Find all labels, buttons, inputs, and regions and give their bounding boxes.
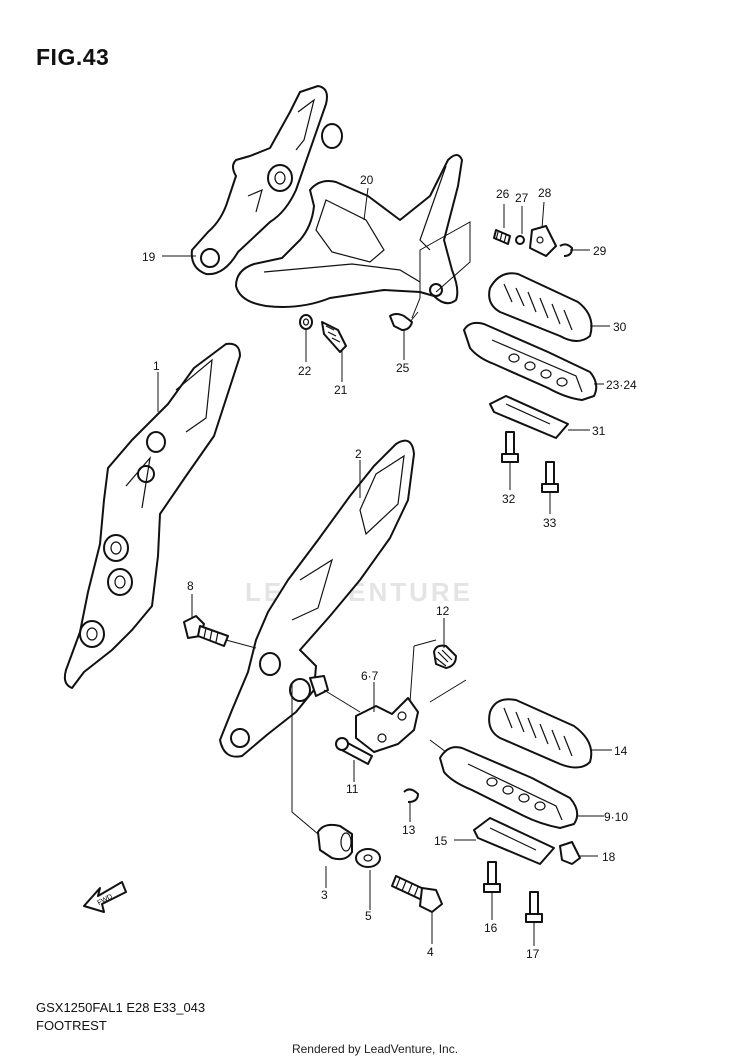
part-22-washer[interactable] bbox=[299, 314, 313, 330]
callout-22: 22 bbox=[298, 364, 312, 378]
callout-8: 8 bbox=[187, 579, 194, 593]
part-20-bracket[interactable] bbox=[235, 154, 463, 308]
footer-credit: Rendered by LeadVenture, Inc. bbox=[291, 1042, 459, 1056]
callout-17: 17 bbox=[526, 947, 540, 961]
leader-lines bbox=[157, 187, 612, 946]
part-15-plate[interactable] bbox=[473, 817, 555, 865]
part-4-bolt[interactable] bbox=[391, 875, 443, 913]
part-18-screw[interactable] bbox=[559, 841, 581, 865]
part-6-7-bracket[interactable] bbox=[355, 697, 419, 753]
part-31-plate[interactable] bbox=[489, 395, 569, 439]
callout-18: 18 bbox=[602, 850, 616, 864]
callout-21: 21 bbox=[334, 383, 348, 397]
callout-32: 32 bbox=[502, 492, 516, 506]
callout-20: 20 bbox=[360, 173, 374, 187]
callout-11: 11 bbox=[346, 782, 359, 796]
callout-15: 15 bbox=[434, 834, 448, 848]
part-16-bolt[interactable] bbox=[483, 861, 501, 893]
part-3-bush[interactable] bbox=[317, 823, 353, 861]
callout-1: 1 bbox=[153, 359, 160, 373]
part-27-ball[interactable] bbox=[515, 235, 525, 245]
callout-9-10: 9·10 bbox=[604, 810, 628, 824]
fwd-arrow-icon: FWD bbox=[83, 881, 127, 913]
callout-19: 19 bbox=[142, 250, 156, 264]
part-8-bolt[interactable] bbox=[183, 615, 229, 647]
part-12-spring[interactable] bbox=[433, 644, 457, 669]
callout-13: 13 bbox=[402, 823, 416, 837]
callout-2: 2 bbox=[355, 447, 362, 461]
part-5-washer[interactable] bbox=[355, 848, 381, 868]
callout-12: 12 bbox=[436, 604, 450, 618]
part-14-rubber[interactable] bbox=[488, 698, 593, 769]
callout-30: 30 bbox=[613, 320, 627, 334]
callout-3: 3 bbox=[321, 888, 328, 902]
callout-4: 4 bbox=[427, 945, 434, 959]
model-code: GSX1250FAL1 E28 E33_043 bbox=[36, 1000, 206, 1015]
part-25-pin[interactable] bbox=[389, 313, 413, 331]
part-29-clip[interactable] bbox=[559, 243, 573, 257]
callout-labels: 1 2 3 4 5 6·7 8 9·10 11 12 13 14 15 16 1… bbox=[142, 173, 637, 961]
callout-14: 14 bbox=[614, 744, 628, 758]
part-19-bracket[interactable] bbox=[190, 85, 343, 276]
part-13-clip[interactable] bbox=[403, 788, 419, 803]
part-28-plate[interactable] bbox=[529, 225, 557, 257]
section-name: FOOTREST bbox=[36, 1018, 107, 1033]
callout-6-7: 6·7 bbox=[361, 669, 379, 683]
callout-5: 5 bbox=[365, 909, 372, 923]
part-30-rubber[interactable] bbox=[488, 272, 593, 342]
part-26-spring[interactable] bbox=[493, 229, 511, 245]
part-33-bolt[interactable] bbox=[541, 461, 559, 493]
part-2-bracket[interactable] bbox=[219, 439, 415, 758]
callout-31: 31 bbox=[592, 424, 606, 438]
callout-26: 26 bbox=[496, 187, 510, 201]
part-17-bolt[interactable] bbox=[525, 891, 543, 923]
callout-25: 25 bbox=[396, 361, 410, 375]
callout-27: 27 bbox=[515, 191, 529, 205]
callout-23-24: 23·24 bbox=[606, 378, 637, 392]
part-23-24-footpeg[interactable] bbox=[463, 321, 598, 401]
callout-16: 16 bbox=[484, 921, 498, 935]
figure-title: FIG.43 bbox=[36, 44, 110, 70]
part-11-pin[interactable] bbox=[335, 737, 373, 765]
assembly-lines bbox=[225, 221, 471, 835]
part-21-bolt[interactable] bbox=[321, 321, 347, 353]
part-9-10-footpeg[interactable] bbox=[439, 746, 579, 829]
callout-28: 28 bbox=[538, 186, 552, 200]
part-32-bolt[interactable] bbox=[501, 431, 519, 463]
callout-29: 29 bbox=[593, 244, 607, 258]
part-1-bracket[interactable] bbox=[63, 342, 241, 689]
callout-33: 33 bbox=[543, 516, 557, 530]
